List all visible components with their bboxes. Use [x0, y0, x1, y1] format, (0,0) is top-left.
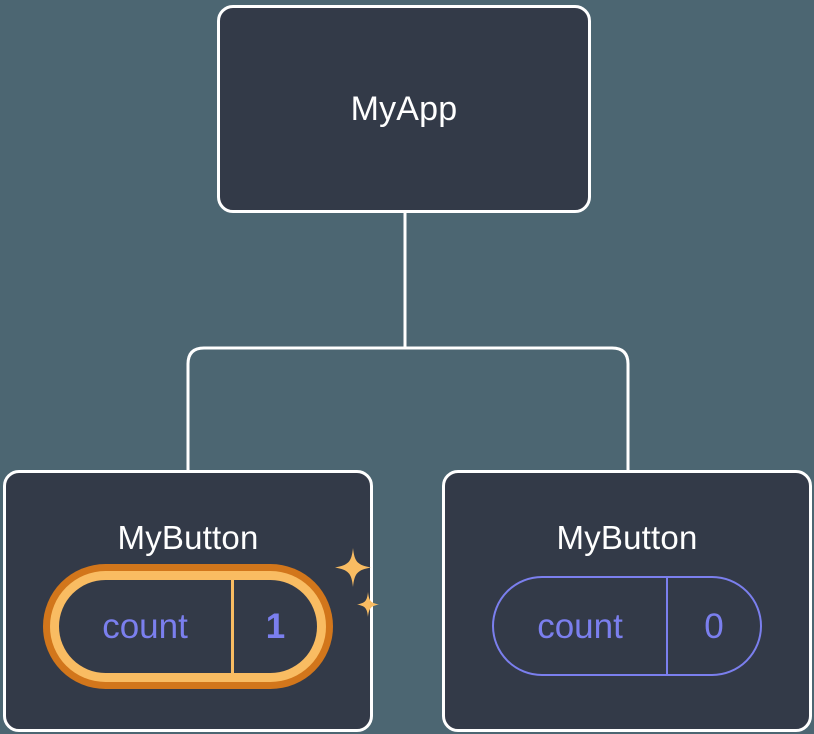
- state-badge-glow-ring: count 1: [50, 571, 326, 682]
- node-mybutton-left[interactable]: MyButton count 1: [3, 470, 379, 732]
- node-mybutton-right-title: MyButton: [556, 519, 698, 556]
- sparkle-group: [335, 548, 379, 617]
- sparkle-small-icon: [357, 592, 379, 617]
- node-mybutton-left-title: MyButton: [117, 519, 259, 556]
- state-badge-count-left[interactable]: count 1: [43, 548, 379, 689]
- node-mybutton-right[interactable]: MyButton count 0: [442, 470, 812, 732]
- node-myapp[interactable]: MyApp: [217, 5, 591, 213]
- state-badge-core: count 1: [59, 580, 317, 673]
- state-key-label-left: count: [102, 607, 188, 646]
- connector-branch-bar: [186, 346, 630, 470]
- state-key-label-right: count: [537, 606, 623, 646]
- state-badge-count-right[interactable]: count 0: [492, 576, 762, 676]
- node-myapp-title: MyApp: [350, 90, 458, 128]
- state-value-right: 0: [666, 578, 760, 674]
- sparkle-large-icon: [335, 548, 371, 587]
- state-value-left: 1: [231, 580, 317, 673]
